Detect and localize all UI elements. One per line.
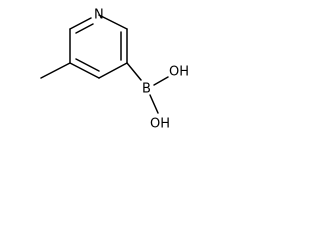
bond-c4-c5-inner <box>75 58 100 72</box>
bond-n-c2 <box>98 14 128 30</box>
atom-boron: B <box>142 82 151 97</box>
bond-c6-n-inner <box>75 23 94 34</box>
bond-c3-c4 <box>98 62 128 79</box>
atom-hydroxyl-upper: OH <box>169 65 189 80</box>
bond-b-oh-lower <box>149 94 159 114</box>
bond-c3-b <box>126 62 142 81</box>
atom-hydroxyl-lower: OH <box>150 117 170 132</box>
bond-c4-c5 <box>69 62 100 79</box>
bond-c6-n <box>69 17 92 30</box>
molecule-structure: N B OH OH <box>40 8 189 132</box>
bond-b-oh-upper <box>153 76 169 86</box>
bond-methyl <box>40 62 71 79</box>
atom-nitrogen: N <box>94 8 104 23</box>
